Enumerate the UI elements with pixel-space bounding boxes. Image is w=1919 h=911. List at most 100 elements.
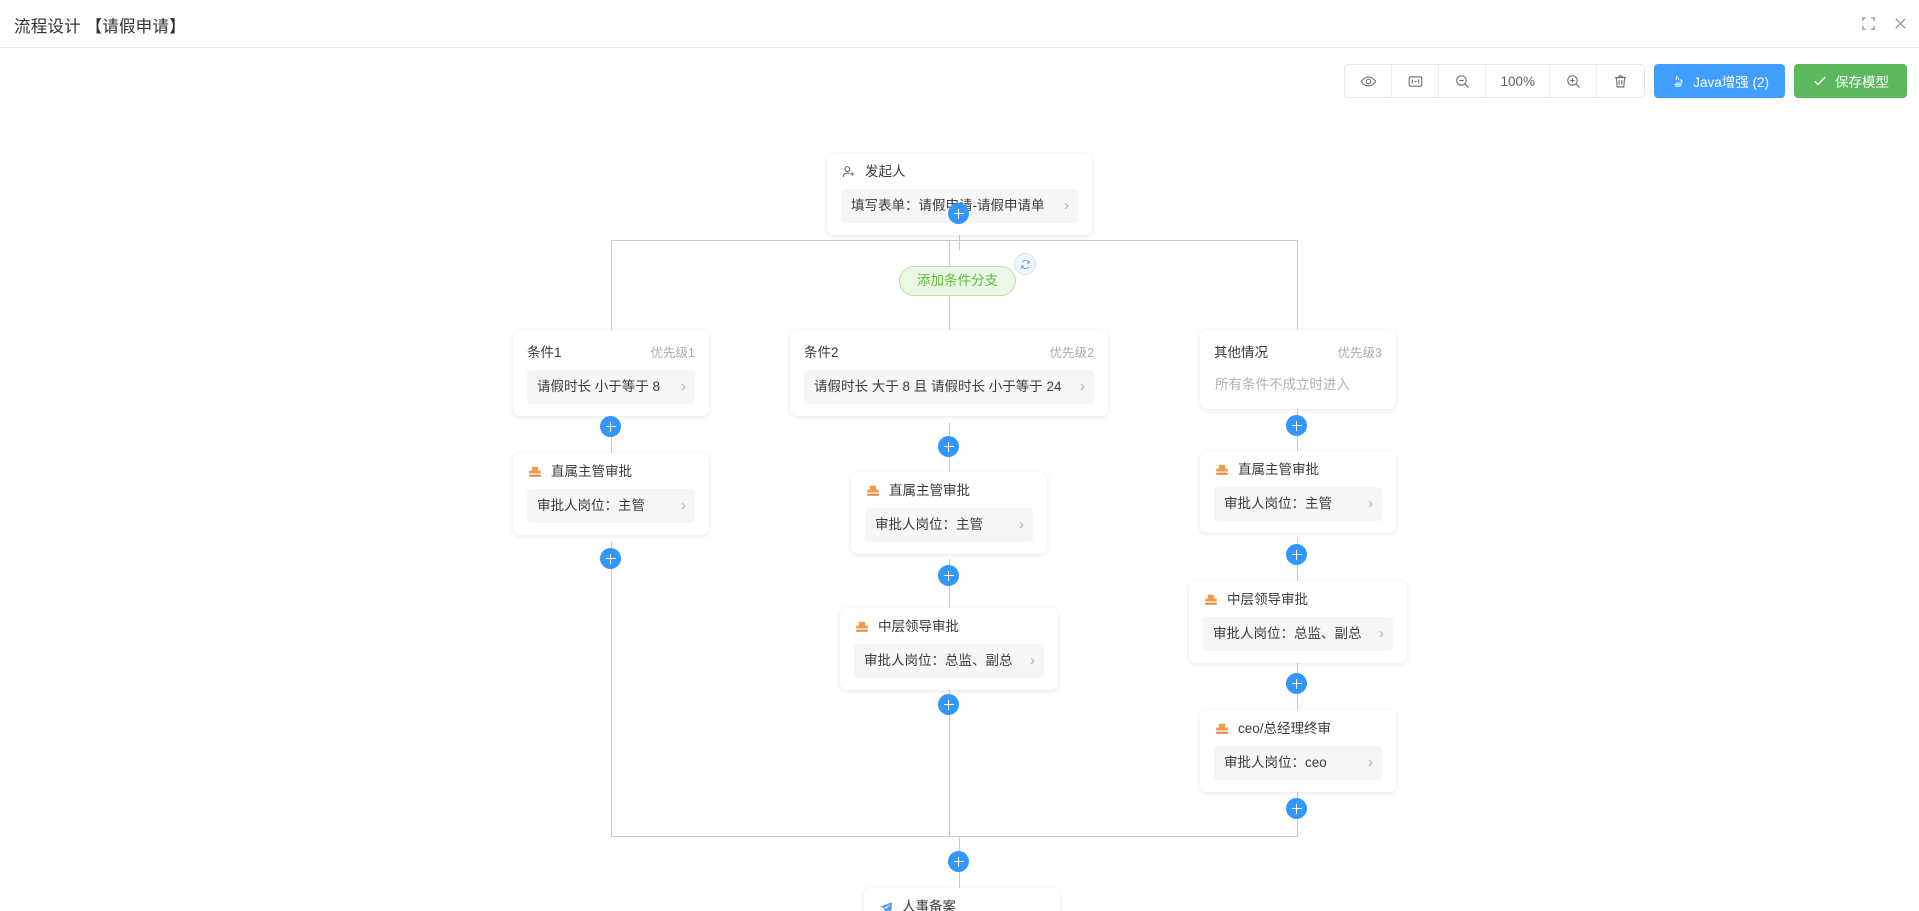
delete-trash-icon[interactable] [1597, 65, 1645, 97]
chevron-right-icon: › [1368, 754, 1373, 772]
save-model-label: 保存模型 [1835, 75, 1889, 90]
designer-toolbar: 100% Java增强 (2) 保存模型 [1344, 64, 1907, 98]
flow-canvas[interactable]: 发起人 填写表单：请假申请-请假申请单 › 添加条件分支 条件1 优先级1 请假… [0, 48, 1919, 911]
node-hr-record-header: 人事备案 [878, 899, 1046, 911]
restore-icon[interactable] [1859, 14, 1877, 32]
node-condition-2[interactable]: 条件2 优先级2 请假时长 大于 8 且 请假时长 小于等于 24 › [790, 330, 1108, 416]
connector-branch3-down [1297, 240, 1298, 330]
add-node-button-branch3-bottom[interactable] [1286, 798, 1307, 819]
add-node-button-branch3-second[interactable] [1286, 544, 1307, 565]
node-approval-b3-n2-body[interactable]: 审批人岗位：总监、副总 › [1203, 617, 1393, 651]
add-node-button-after-start[interactable] [948, 203, 969, 224]
node-approval-b2-n2-role: 审批人岗位：总监、副总 [864, 653, 1013, 668]
chevron-right-icon: › [1019, 516, 1024, 534]
node-approval-b3-n1-role: 审批人岗位：主管 [1224, 496, 1332, 511]
connector-branch-bottom-bar [611, 836, 1298, 837]
java-enhance-button[interactable]: Java增强 (2) [1654, 64, 1785, 98]
node-approval-b3-n3-title: ceo/总经理终审 [1238, 721, 1332, 737]
node-condition-3-priority: 优先级3 [1337, 346, 1382, 360]
add-node-button-branch2-bottom[interactable] [938, 694, 959, 715]
add-node-button-branch2-middle[interactable] [938, 565, 959, 586]
add-node-button-branch1-bottom[interactable] [600, 548, 621, 569]
node-approval-b1-body[interactable]: 审批人岗位：主管 › [527, 489, 695, 523]
add-node-button-after-merge[interactable] [948, 851, 969, 872]
connector-b2-n2-to-merge [949, 678, 950, 836]
node-condition-3-title: 其他情况 [1214, 345, 1268, 360]
zoom-level-value: 100% [1486, 65, 1551, 97]
node-approval-b3-n3-header: ceo/总经理终审 [1214, 721, 1382, 737]
node-approval-b3-n3-body[interactable]: 审批人岗位：ceo › [1214, 746, 1382, 780]
node-approval-b1-direct-supervisor[interactable]: 直属主管审批 审批人岗位：主管 › [513, 453, 709, 535]
node-approval-b1-role: 审批人岗位：主管 [537, 498, 645, 513]
add-condition-branch-button[interactable]: 添加条件分支 [899, 266, 1016, 297]
node-condition-2-title: 条件2 [804, 345, 839, 360]
stamp-icon [865, 483, 881, 499]
node-condition-3-header: 其他情况 优先级3 [1214, 341, 1382, 361]
node-condition-1-title: 条件1 [527, 345, 562, 360]
connector-b2-n1-to-n2 [949, 559, 950, 613]
fit-screen-icon[interactable] [1392, 65, 1440, 97]
stamp-icon [854, 619, 870, 635]
add-node-button-branch2-top[interactable] [938, 436, 959, 457]
chevron-right-icon: › [681, 378, 686, 396]
node-condition-1-header: 条件1 优先级1 [527, 341, 695, 361]
window-controls [1859, 14, 1909, 32]
page-title: 流程设计 【请假申请】 [14, 18, 186, 36]
node-start-form-text: 填写表单：请假申请-请假申请单 [851, 198, 1045, 213]
node-approval-b3-direct-supervisor[interactable]: 直属主管审批 审批人岗位：主管 › [1200, 451, 1396, 533]
node-condition-2-header: 条件2 优先级2 [804, 341, 1094, 361]
send-icon [878, 899, 894, 911]
user-add-icon [841, 164, 857, 180]
node-approval-b3-n1-header: 直属主管审批 [1214, 462, 1382, 478]
node-approval-b2-middle-leader[interactable]: 中层领导审批 审批人岗位：总监、副总 › [840, 608, 1058, 690]
node-approval-b3-n2-role: 审批人岗位：总监、副总 [1213, 626, 1362, 641]
node-approval-b2-n1-title: 直属主管审批 [889, 483, 970, 499]
chevron-right-icon: › [1368, 495, 1373, 513]
node-approval-b3-ceo-final[interactable]: ceo/总经理终审 审批人岗位：ceo › [1200, 710, 1396, 792]
node-approval-b2-direct-supervisor[interactable]: 直属主管审批 审批人岗位：主管 › [851, 472, 1047, 554]
node-approval-b1-title: 直属主管审批 [551, 464, 632, 480]
node-approval-b2-n1-role: 审批人岗位：主管 [875, 517, 983, 532]
add-node-button-branch1-top[interactable] [600, 416, 621, 437]
node-approval-b3-middle-leader[interactable]: 中层领导审批 审批人岗位：总监、副总 › [1189, 581, 1407, 663]
node-approval-b3-n2-title: 中层领导审批 [1227, 592, 1308, 608]
close-icon[interactable] [1891, 14, 1909, 32]
node-approval-b3-n3-role: 审批人岗位：ceo [1224, 755, 1327, 770]
add-node-button-branch3-third[interactable] [1286, 673, 1307, 694]
chevron-right-icon: › [1379, 625, 1384, 643]
node-condition-2-body[interactable]: 请假时长 大于 8 且 请假时长 小于等于 24 › [804, 370, 1094, 404]
connector-b3-n1-to-n2 [1297, 538, 1298, 592]
save-model-button[interactable]: 保存模型 [1794, 64, 1907, 98]
chevron-right-icon: › [1064, 197, 1069, 215]
node-condition-3-default[interactable]: 其他情况 优先级3 所有条件不成立时进入 [1200, 330, 1396, 409]
node-approval-b2-n1-header: 直属主管审批 [865, 483, 1033, 499]
node-condition-1-body[interactable]: 请假时长 小于等于 8 › [527, 370, 695, 404]
zoom-out-icon[interactable] [1439, 65, 1487, 97]
zoom-in-icon[interactable] [1550, 65, 1598, 97]
node-start-header: 发起人 [841, 164, 1078, 180]
window-title-bar: 流程设计 【请假申请】 [0, 0, 1919, 48]
add-node-button-branch3-top[interactable] [1286, 415, 1307, 436]
zoom-tool-group: 100% [1344, 64, 1646, 98]
node-approval-b2-n2-header: 中层领导审批 [854, 619, 1044, 635]
node-condition-2-expression: 请假时长 大于 8 且 请假时长 小于等于 24 [814, 379, 1062, 394]
node-approval-b3-n1-body[interactable]: 审批人岗位：主管 › [1214, 487, 1382, 521]
stamp-icon [1214, 462, 1230, 478]
node-condition-1-expression: 请假时长 小于等于 8 [537, 379, 661, 394]
preview-eye-icon[interactable] [1345, 65, 1393, 97]
stamp-icon [527, 464, 543, 480]
node-condition-1[interactable]: 条件1 优先级1 请假时长 小于等于 8 › [513, 330, 709, 416]
connector-branch-top-bar [611, 240, 1298, 241]
node-approval-b2-n2-body[interactable]: 审批人岗位：总监、副总 › [854, 644, 1044, 678]
node-condition-3-description: 所有条件不成立时进入 [1215, 377, 1350, 392]
stamp-icon [1203, 592, 1219, 608]
node-hr-record-title: 人事备案 [902, 899, 956, 911]
node-approval-b2-n1-body[interactable]: 审批人岗位：主管 › [865, 508, 1033, 542]
node-start-title: 发起人 [865, 164, 906, 180]
node-approval-b2-n2-title: 中层领导审批 [878, 619, 959, 635]
refresh-icon[interactable] [1014, 253, 1036, 275]
node-approval-b1-header: 直属主管审批 [527, 464, 695, 480]
connector-b1-n1-to-merge [611, 542, 612, 836]
node-condition-2-priority: 优先级2 [1049, 346, 1094, 360]
node-hr-record[interactable]: 人事备案 审批人岗位：人事 › [864, 888, 1060, 911]
